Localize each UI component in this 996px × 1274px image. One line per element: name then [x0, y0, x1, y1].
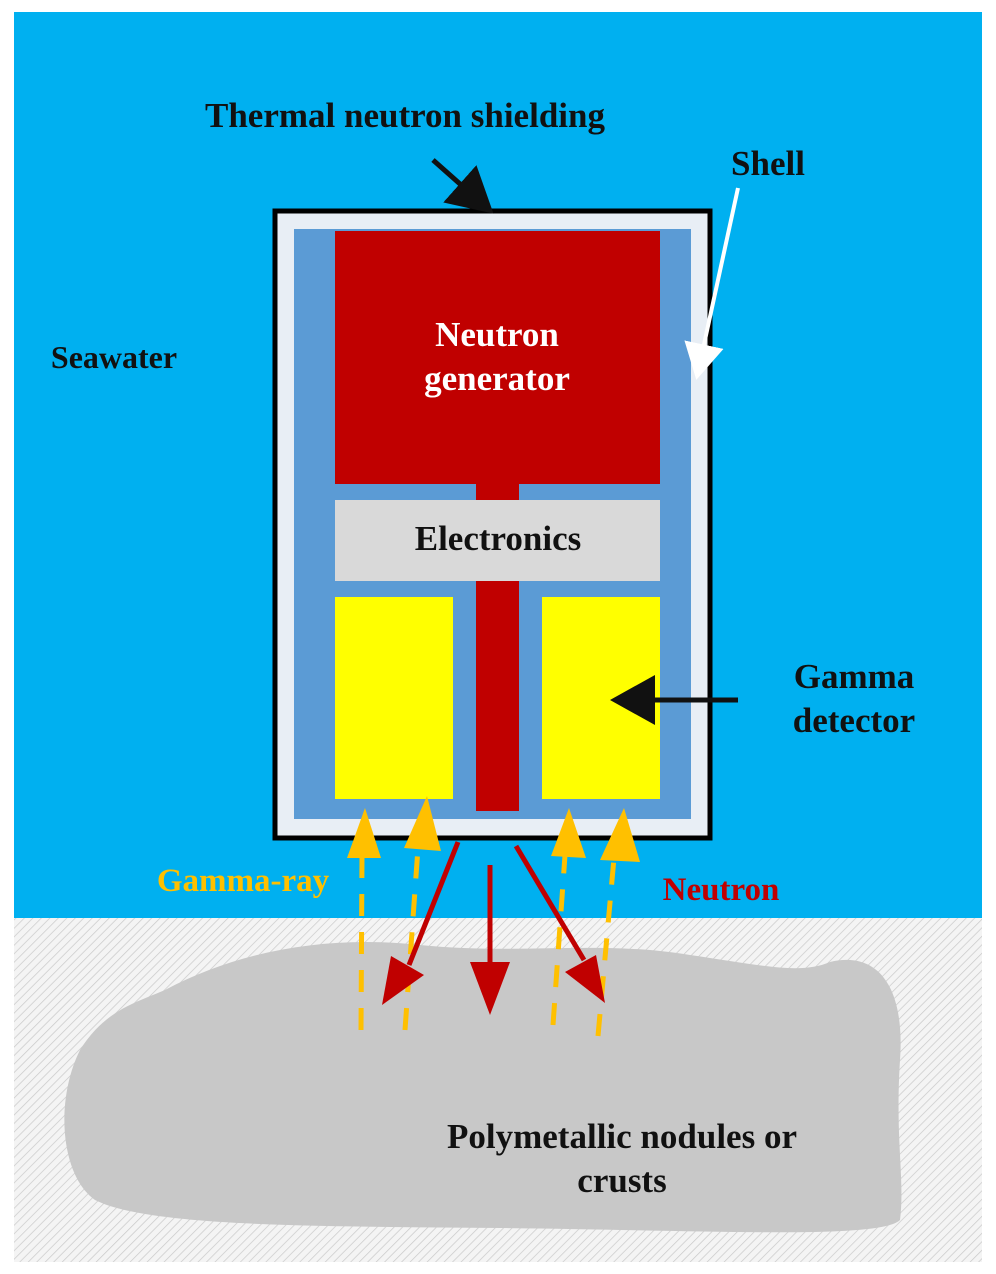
label-gamma-detector-line1: Gamma	[794, 657, 915, 696]
neutron-generator-block	[335, 231, 660, 484]
gamma-ray-arrow-4	[595, 808, 640, 1037]
shielding-pointer-arrow	[431, 158, 494, 214]
label-gamma-detector-line2: detector	[793, 701, 915, 740]
label-shell: Shell	[731, 144, 805, 183]
label-nodules-line1: Polymetallic nodules or	[447, 1117, 797, 1156]
label-gamma-ray: Gamma-ray	[157, 863, 330, 899]
gamma-ray-arrow-3	[550, 808, 586, 1026]
neutron-arrow-3	[513, 844, 605, 1003]
neutron-arrow-2	[470, 865, 510, 1015]
neutron-arrow-1	[382, 841, 461, 1005]
label-neutron: Neutron	[663, 872, 780, 908]
label-nodules-line2: crusts	[577, 1161, 666, 1200]
label-neutron-generator-line2: generator	[424, 359, 570, 398]
gamma-ray-arrow-2	[402, 796, 441, 1031]
nodules-blob	[64, 942, 902, 1233]
shell-pointer-arrow	[684, 187, 740, 380]
gamma-detector-left	[335, 597, 453, 799]
neutron-arrows	[382, 841, 605, 1015]
label-seawater: Seawater	[51, 339, 177, 375]
label-neutron-generator-line1: Neutron	[435, 315, 559, 354]
label-electronics: Electronics	[415, 519, 582, 558]
gamma-ray-arrows	[347, 796, 640, 1037]
gamma-ray-arrow-1	[347, 808, 381, 1031]
electronics-block	[335, 500, 660, 581]
label-thermal-neutron-shielding: Thermal neutron shielding	[205, 96, 605, 135]
